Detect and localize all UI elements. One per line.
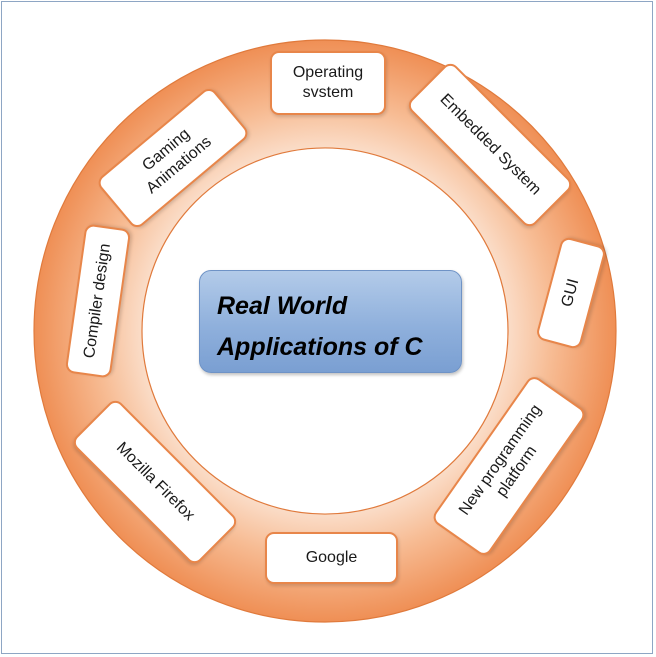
center-title-box: Real World Applications of C [199, 270, 462, 373]
item-google: Google [265, 532, 398, 584]
center-title: Real World Applications of C [217, 292, 423, 361]
item-operating-system: Operating svstem [270, 51, 386, 115]
